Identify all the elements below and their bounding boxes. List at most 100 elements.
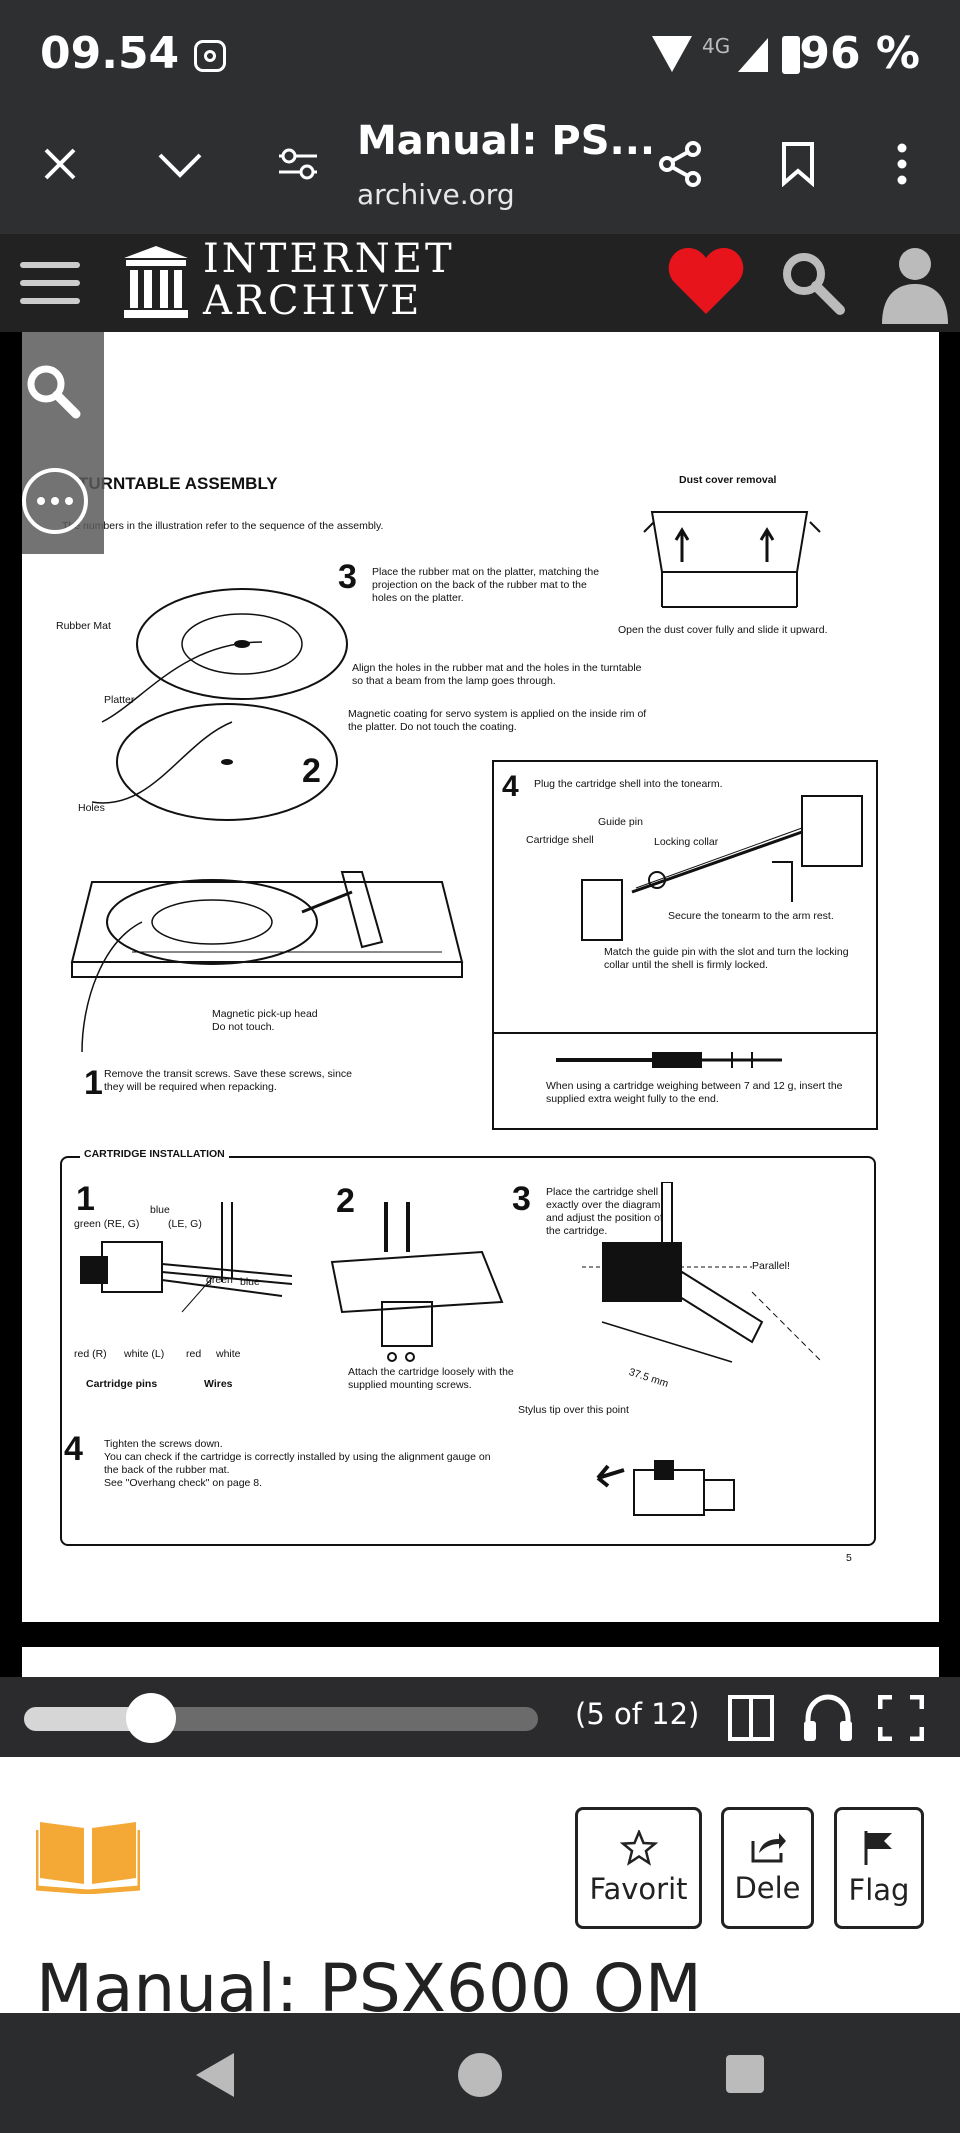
intro-text: The numbers in the illustration refer to…	[62, 520, 384, 532]
ci-pins-label: Cartridge pins	[86, 1378, 158, 1390]
cartridge-install-box	[60, 1156, 876, 1546]
tonearm-box	[492, 760, 878, 1130]
archive-wordmark[interactable]: INTERNET ARCHIVE	[203, 236, 455, 324]
more-vert-icon[interactable]	[866, 128, 938, 200]
back-icon[interactable]	[196, 2053, 234, 2097]
match-text: Match the guide pin with the slot and tu…	[604, 946, 849, 971]
share-arrow-icon	[751, 1833, 786, 1863]
locking-collar-label: Locking collar	[654, 836, 719, 848]
share-label: Dele	[734, 1871, 801, 1905]
stylus-label: Stylus tip over this point	[518, 1404, 629, 1416]
status-bar: 09.54 4G 96 %	[0, 0, 960, 112]
weight-diagram	[556, 1052, 782, 1068]
archive-header: INTERNET ARCHIVE	[0, 234, 960, 332]
user-icon[interactable]	[880, 244, 950, 328]
ci-wires-label: Wires	[204, 1378, 233, 1390]
battery-percent: 96 %	[799, 28, 920, 79]
weight-text: When using a cartridge weighing between …	[546, 1080, 843, 1105]
cartridge-install-title: CARTRIDGE INSTALLATION	[80, 1148, 229, 1161]
book-reader[interactable]: TURNTABLE ASSEMBLY The numbers in the il…	[0, 332, 960, 1677]
ci-le-label: (LE, G)	[168, 1218, 202, 1230]
cartridge-pins-diagram	[80, 1202, 293, 1313]
book-icon	[33, 1814, 143, 1898]
star-icon	[619, 1830, 658, 1866]
system-nav-bar	[0, 2013, 960, 2133]
holes-label: Holes	[78, 802, 105, 814]
section-heading: TURNTABLE ASSEMBLY	[78, 474, 278, 493]
ci4-text: Tighten the screws down. You can check i…	[104, 1438, 491, 1489]
reader-nav-bar: (5 of 12)	[0, 1677, 960, 1757]
ci-step-2: 2	[336, 1182, 355, 1220]
ci-step-1: 1	[76, 1180, 95, 1218]
dust-caption: Open the dust cover fully and slide it u…	[618, 624, 828, 636]
archive-logo-icon[interactable]	[122, 244, 190, 324]
ci-green-re-label: green (RE, G)	[74, 1218, 140, 1230]
ci-white2-label: white	[216, 1348, 241, 1360]
ci-white-label: white (L)	[124, 1348, 165, 1360]
tonearm-diagram	[581, 795, 863, 941]
manual-page: TURNTABLE ASSEMBLY The numbers in the il…	[22, 332, 939, 1622]
search-icon[interactable]	[780, 250, 846, 320]
bookmark-icon[interactable]	[762, 128, 834, 200]
step-number-4: 4	[502, 770, 519, 803]
ci3-text: Place the cartridge shell exactly over t…	[546, 1186, 663, 1237]
headphones-icon[interactable]	[802, 1693, 854, 1747]
rubber-mat-label: Rubber Mat	[56, 620, 111, 632]
ci-step-3: 3	[512, 1180, 531, 1218]
guide-pin-label: Guide pin	[598, 816, 643, 828]
cartridge-shell-label: Cartridge shell	[526, 834, 594, 846]
two-page-view-icon[interactable]	[728, 1695, 774, 1741]
recents-icon[interactable]	[726, 2055, 764, 2093]
fullscreen-icon[interactable]	[877, 1694, 925, 1745]
step-number-2: 2	[302, 752, 321, 790]
ci-step-4: 4	[64, 1430, 83, 1468]
step-number-3: 3	[338, 558, 357, 596]
page-count: (5 of 12)	[575, 1697, 700, 1731]
ci2-text: Attach the cartridge loosely with the su…	[348, 1366, 514, 1391]
heart-icon[interactable]	[668, 246, 744, 322]
secure-text: Secure the tonearm to the arm rest.	[668, 910, 834, 922]
dust-title: Dust cover removal	[679, 474, 777, 486]
reader-side-tools	[22, 332, 104, 554]
dust-cover-diagram	[643, 511, 821, 608]
mounting-screws-diagram	[330, 1202, 504, 1362]
favorite-button[interactable]: Favorit	[575, 1807, 702, 1929]
search-inside-icon[interactable]	[22, 360, 82, 424]
home-icon[interactable]	[458, 2053, 502, 2097]
battery-icon	[782, 36, 800, 74]
wifi-icon	[652, 36, 692, 72]
parallel-label: Parallel!	[752, 1260, 790, 1272]
favorite-label: Favorit	[589, 1872, 688, 1906]
flag-label: Flag	[848, 1873, 910, 1907]
share-icon[interactable]	[644, 128, 716, 200]
page-number: 5	[846, 1552, 852, 1564]
step-3-text: Place the rubber mat on the platter, mat…	[372, 566, 600, 604]
signal-icon	[738, 38, 768, 72]
turntable-diagram: 2	[70, 588, 464, 1052]
magnetic-text: Magnetic coating for servo system is app…	[348, 708, 647, 733]
site-settings-icon[interactable]	[262, 128, 334, 200]
hamburger-menu-icon[interactable]	[20, 262, 80, 306]
step-4-text: Plug the cartridge shell into the tonear…	[534, 778, 723, 790]
chevron-down-icon[interactable]	[144, 128, 216, 200]
flag-icon	[864, 1831, 892, 1865]
page-url[interactable]: archive.org	[357, 178, 515, 211]
share-button[interactable]: Dele	[721, 1807, 814, 1929]
close-icon[interactable]	[24, 128, 96, 200]
overhang-diagram	[582, 1182, 823, 1363]
browser-toolbar: Manual: PS... archive.org	[0, 112, 960, 234]
page-title: Manual: PS...	[357, 118, 656, 164]
ci-red2-label: red	[186, 1348, 202, 1360]
status-time: 09.54	[40, 28, 180, 79]
step-1-text: Remove the transit screws. Save these sc…	[104, 1068, 353, 1093]
instagram-icon	[194, 40, 226, 72]
page-slider-handle[interactable]	[126, 1693, 177, 1743]
flag-button[interactable]: Flag	[834, 1807, 924, 1929]
tonearm-box-divider	[492, 1032, 878, 1034]
align-text: Align the holes in the rubber mat and th…	[352, 662, 642, 687]
more-options-icon[interactable]	[22, 468, 88, 534]
network-type: 4G	[702, 34, 731, 58]
ci-blue-label: blue	[150, 1204, 170, 1216]
step-number-1: 1	[84, 1064, 103, 1102]
tighten-diagram	[596, 1460, 735, 1516]
